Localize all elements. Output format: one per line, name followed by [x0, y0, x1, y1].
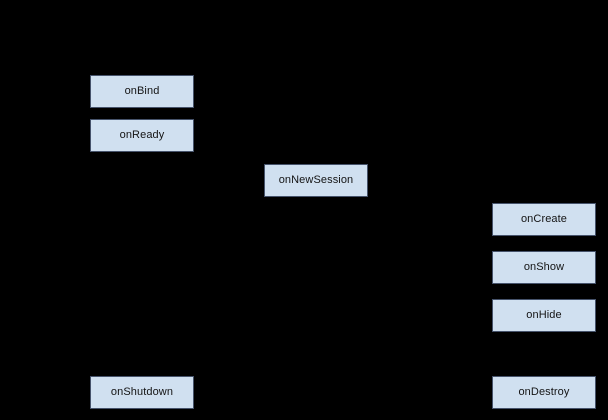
diagram-node-label: onShow [523, 261, 565, 273]
diagram-node-label: onBind [124, 85, 160, 97]
diagram-node-onready[interactable]: onReady [90, 119, 194, 152]
diagram-node-onhide[interactable]: onHide [492, 299, 596, 332]
diagram-node-onshow[interactable]: onShow [492, 251, 596, 284]
diagram-node-oncreate[interactable]: onCreate [492, 203, 596, 236]
diagram-node-label: onReady [119, 129, 165, 141]
diagram-node-onnewsession[interactable]: onNewSession [264, 164, 368, 197]
diagram-node-onbind[interactable]: onBind [90, 75, 194, 108]
diagram-node-label: onHide [526, 309, 562, 321]
diagram-node-label: onNewSession [278, 174, 354, 186]
diagram-node-ondestroy[interactable]: onDestroy [492, 376, 596, 409]
diagram-node-onshutdown[interactable]: onShutdown [90, 376, 194, 409]
diagram-node-label: onDestroy [518, 386, 570, 398]
diagram-node-label: onCreate [520, 213, 568, 225]
diagram-node-label: onShutdown [110, 386, 174, 398]
